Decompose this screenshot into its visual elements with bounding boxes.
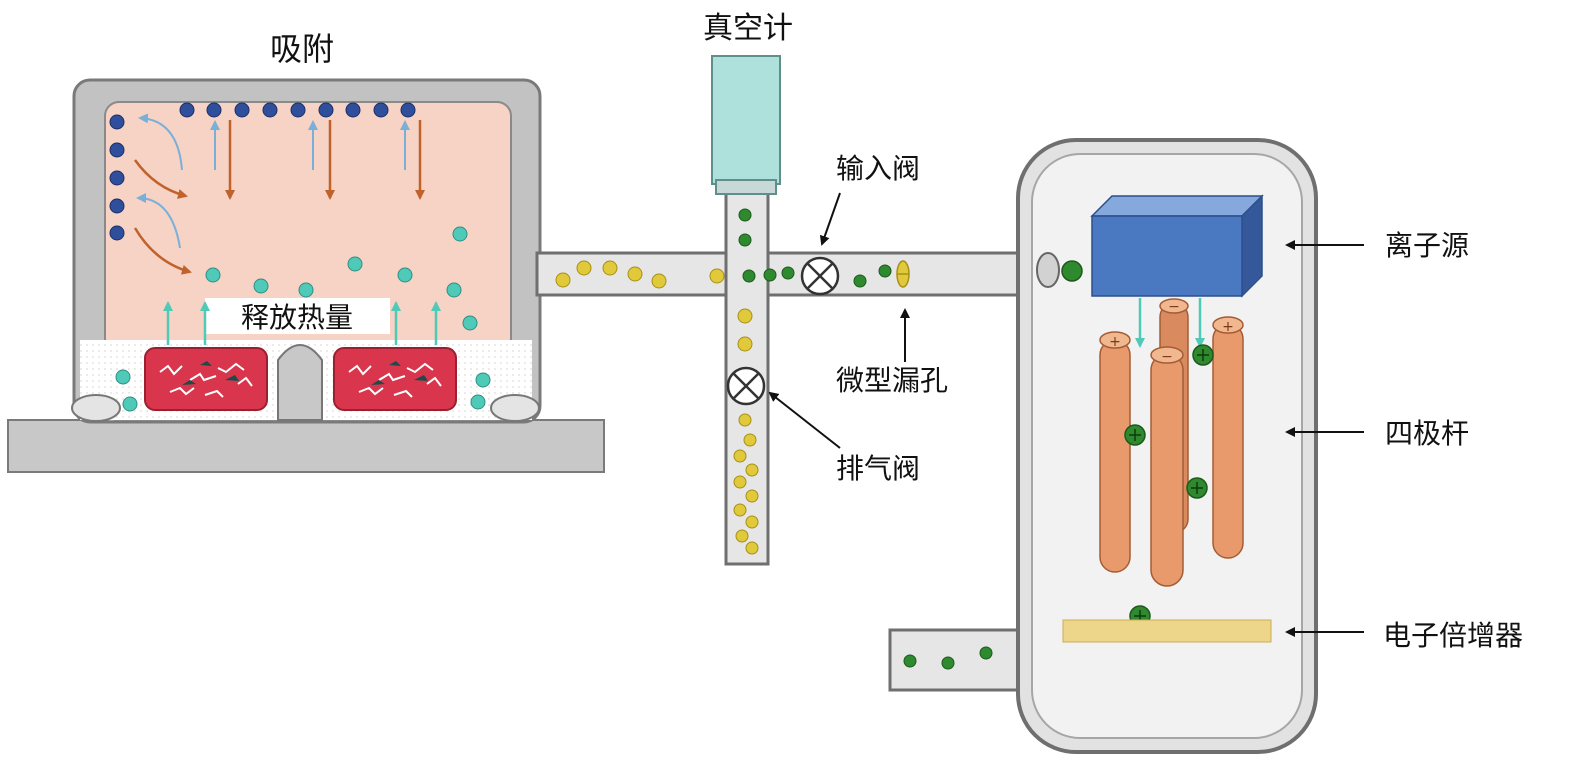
mass-spectrometer: + − + − (903, 138, 1318, 754)
rod-front-top (1150, 346, 1184, 364)
exhaust-valve-label: 排气阀 (836, 452, 920, 485)
quadrupole-label: 四极杆 (1385, 417, 1469, 450)
center-support (277, 344, 323, 421)
rod-front (1150, 353, 1184, 587)
electron-multiplier-plate (1062, 619, 1272, 643)
ions-in-outlet (903, 646, 993, 670)
micro-leak-icon (896, 260, 910, 288)
adsorption-label: 吸附 (270, 30, 334, 68)
rod-left (1099, 339, 1131, 573)
rod-right-sign: + (1222, 319, 1234, 335)
rod-back-sign: − (1168, 299, 1180, 315)
desorption-arrows-up (136, 113, 410, 249)
vacuum-gauge: 真空计 (703, 11, 793, 195)
gas-molecules (555, 260, 759, 555)
vacuum-gauge-label: 真空计 (703, 11, 793, 46)
vacuum-gauge-neck (715, 179, 777, 195)
rod-left-sign: + (1109, 334, 1121, 350)
inlet-port (1036, 252, 1060, 288)
inlet-valve-arrow-icon (819, 192, 841, 246)
rod-left-top (1099, 331, 1131, 349)
ion-source-box (1090, 194, 1264, 298)
ion-source-label: 离子源 (1385, 229, 1469, 262)
exhaust-valve-arrow-icon (768, 391, 841, 449)
vacuum-gauge-body (711, 55, 781, 185)
electron-multiplier-label: 电子倍增器 (1383, 619, 1523, 652)
rod-back-top (1159, 298, 1189, 314)
micro-leak-label: 微型漏孔 (836, 364, 948, 397)
seal-left (71, 394, 121, 422)
heat-arrows (163, 301, 441, 345)
ion-beam-arrows (1135, 298, 1205, 348)
quadrupole-rods: + − + − (1099, 298, 1244, 587)
ions-in-pipe (738, 208, 892, 288)
rod-front-sign: − (1161, 349, 1173, 365)
adsorption-chamber: 释放热量 (7, 30, 605, 473)
inlet-valve-icon (800, 256, 840, 296)
inlet-valve-label: 输入阀 (836, 152, 920, 185)
pipe-network (535, 190, 1032, 692)
ion-at-inlet (1061, 260, 1083, 282)
heat-release-box (205, 298, 390, 334)
rod-right-top (1212, 316, 1244, 334)
outlet-pipe (888, 628, 1032, 692)
heat-release-label: 释放热量 (241, 301, 353, 334)
heater-left (144, 347, 268, 411)
exhaust-valve-icon (726, 366, 766, 406)
heater-right (333, 347, 457, 411)
chamber-base-plate (7, 419, 605, 473)
adsorbed-molecules (109, 102, 416, 241)
seal-right (490, 394, 540, 422)
adsorption-arrows-down (133, 120, 425, 275)
rod-right (1212, 323, 1244, 559)
free-molecules (115, 226, 491, 412)
